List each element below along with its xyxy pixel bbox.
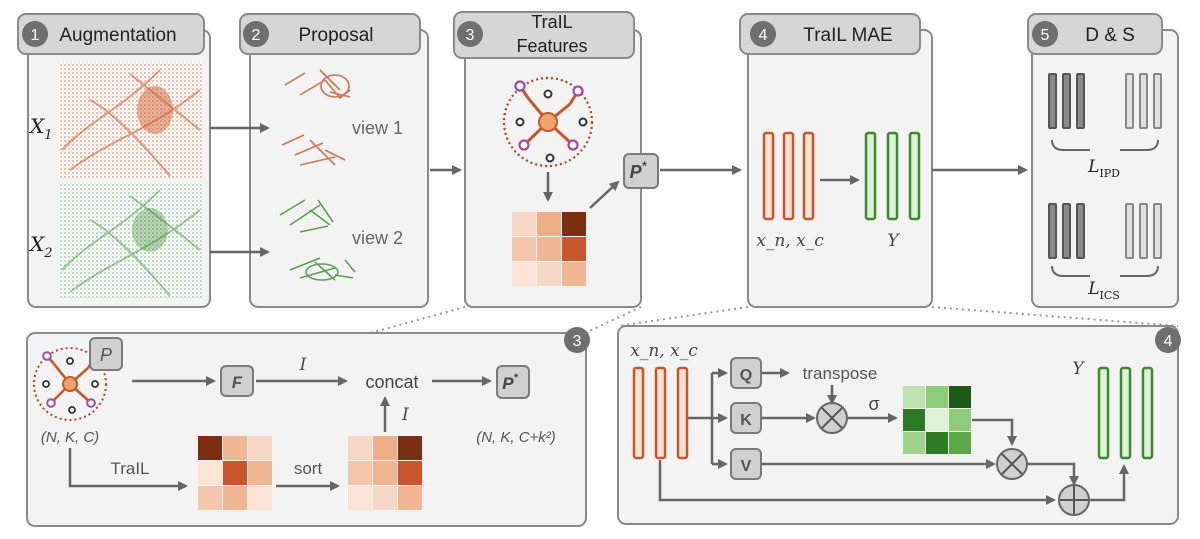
view2-label: view 2 bbox=[352, 228, 403, 248]
stage-3-title-line2: Features bbox=[516, 36, 587, 56]
stage-2-number: 2 bbox=[252, 27, 261, 44]
detail4-connector-left bbox=[617, 306, 749, 327]
trail-feature-matrix bbox=[512, 212, 586, 286]
detail4-sigma: σ bbox=[868, 394, 879, 414]
mae-output-label: Y bbox=[887, 231, 900, 251]
detail-panel-4: 4 x_n, x_c Q K V transpose bbox=[617, 325, 1181, 525]
proposal-view1-points bbox=[281, 69, 351, 166]
ds-ipd-bars bbox=[1048, 73, 1162, 151]
stage-1-number: 1 bbox=[31, 27, 40, 44]
detail4-connector-right bbox=[931, 306, 1179, 327]
detail3-shape-in: (N, K, C) bbox=[41, 429, 99, 446]
stage-1-title: Augmentation bbox=[59, 25, 176, 46]
stage-ds-panel: 5 D & S bbox=[1027, 13, 1179, 308]
detail4-v-box: V bbox=[730, 448, 762, 480]
point-cloud-x2 bbox=[58, 182, 203, 300]
mae-output-tokens bbox=[864, 131, 921, 221]
trail-graph-icon bbox=[502, 76, 594, 168]
p-star-box: P* bbox=[623, 153, 659, 189]
svg-text:P*: P* bbox=[630, 159, 648, 182]
detail4-arrow-add-to-output bbox=[1090, 464, 1129, 502]
detail4-output-tokens bbox=[1097, 366, 1154, 460]
svg-text:Q: Q bbox=[740, 367, 752, 384]
detail4-input-label: x_n, x_c bbox=[630, 341, 698, 361]
detail3-p-box: P bbox=[89, 337, 123, 371]
svg-text:P*: P* bbox=[502, 372, 518, 393]
ds-ics-bars bbox=[1048, 203, 1162, 277]
mae-input-label: x_n, x_c bbox=[756, 231, 824, 251]
detail3-shape-out: (N, K, C+k²) bbox=[476, 429, 556, 446]
stage-3-number: 3 bbox=[466, 27, 475, 44]
detail3-f-box: F bbox=[220, 365, 254, 397]
stage-4-title: TraIL MAE bbox=[803, 25, 892, 46]
detail3-number: 3 bbox=[573, 333, 582, 350]
detail4-k-box: K bbox=[730, 402, 762, 434]
detail4-attention-matrix bbox=[903, 386, 971, 454]
detail3-i-side: I bbox=[401, 405, 409, 425]
stage-trail-mae-panel: 4 TraIL MAE bbox=[739, 13, 933, 308]
point-cloud-x1 bbox=[58, 62, 203, 178]
svg-text:V: V bbox=[741, 458, 752, 475]
detail4-add-op bbox=[1058, 484, 1090, 516]
detail3-connector-left bbox=[369, 306, 466, 334]
detail3-concat: concat bbox=[365, 372, 418, 392]
svg-text:K: K bbox=[740, 412, 752, 429]
loss-ics-label: LICS bbox=[1087, 279, 1120, 302]
detail3-i-top: I bbox=[299, 355, 307, 375]
x1-label: X1 bbox=[28, 114, 53, 143]
detail4-arrow-matrix-to-mult2 bbox=[972, 418, 1017, 446]
stage-4-number: 4 bbox=[759, 27, 768, 44]
stage-2-title: Proposal bbox=[299, 25, 374, 46]
detail4-q-box: Q bbox=[730, 357, 762, 389]
detail4-number: 4 bbox=[1164, 333, 1173, 350]
detail3-pstar-box: P* bbox=[496, 365, 530, 399]
view1-label: view 1 bbox=[352, 118, 403, 138]
detail3-matrix-sorted bbox=[348, 436, 422, 510]
proposal-view2-points bbox=[279, 199, 356, 281]
detail4-arrow-mult2-to-add bbox=[1027, 462, 1079, 486]
x2-label: X2 bbox=[28, 232, 53, 261]
detail3-trail-label: TraIL bbox=[110, 459, 149, 478]
detail3-matrix-unsorted bbox=[198, 436, 272, 510]
detail4-transpose-label: transpose bbox=[803, 364, 878, 383]
detail3-arrow-trail bbox=[68, 448, 188, 491]
mae-input-tokens bbox=[762, 131, 815, 221]
svg-text:P: P bbox=[100, 345, 112, 365]
stage-5-number: 5 bbox=[1041, 27, 1050, 44]
detail3-connector-right bbox=[584, 306, 642, 334]
detail3-sort-label: sort bbox=[294, 459, 323, 478]
detail4-multiply-op-2 bbox=[996, 448, 1028, 480]
detail4-residual-line bbox=[658, 460, 1056, 505]
arrow-matrix-to-pstar bbox=[589, 180, 620, 209]
loss-ipd-label: LIPD bbox=[1087, 157, 1120, 180]
stage-proposal-panel: 2 Proposal bbox=[239, 13, 429, 308]
stage-trail-features-panel: 3 TraIL Features bbox=[453, 11, 642, 308]
detail4-output-label: Y bbox=[1072, 359, 1085, 379]
stage-5-title: D & S bbox=[1085, 25, 1135, 46]
detail4-multiply-op-1 bbox=[816, 402, 848, 434]
detail-panel-3: 3 P (N, K, bbox=[26, 327, 590, 527]
stage-3-title-line1: TraIL bbox=[531, 12, 572, 32]
svg-text:F: F bbox=[232, 373, 243, 392]
detail4-input-tokens bbox=[632, 366, 689, 460]
